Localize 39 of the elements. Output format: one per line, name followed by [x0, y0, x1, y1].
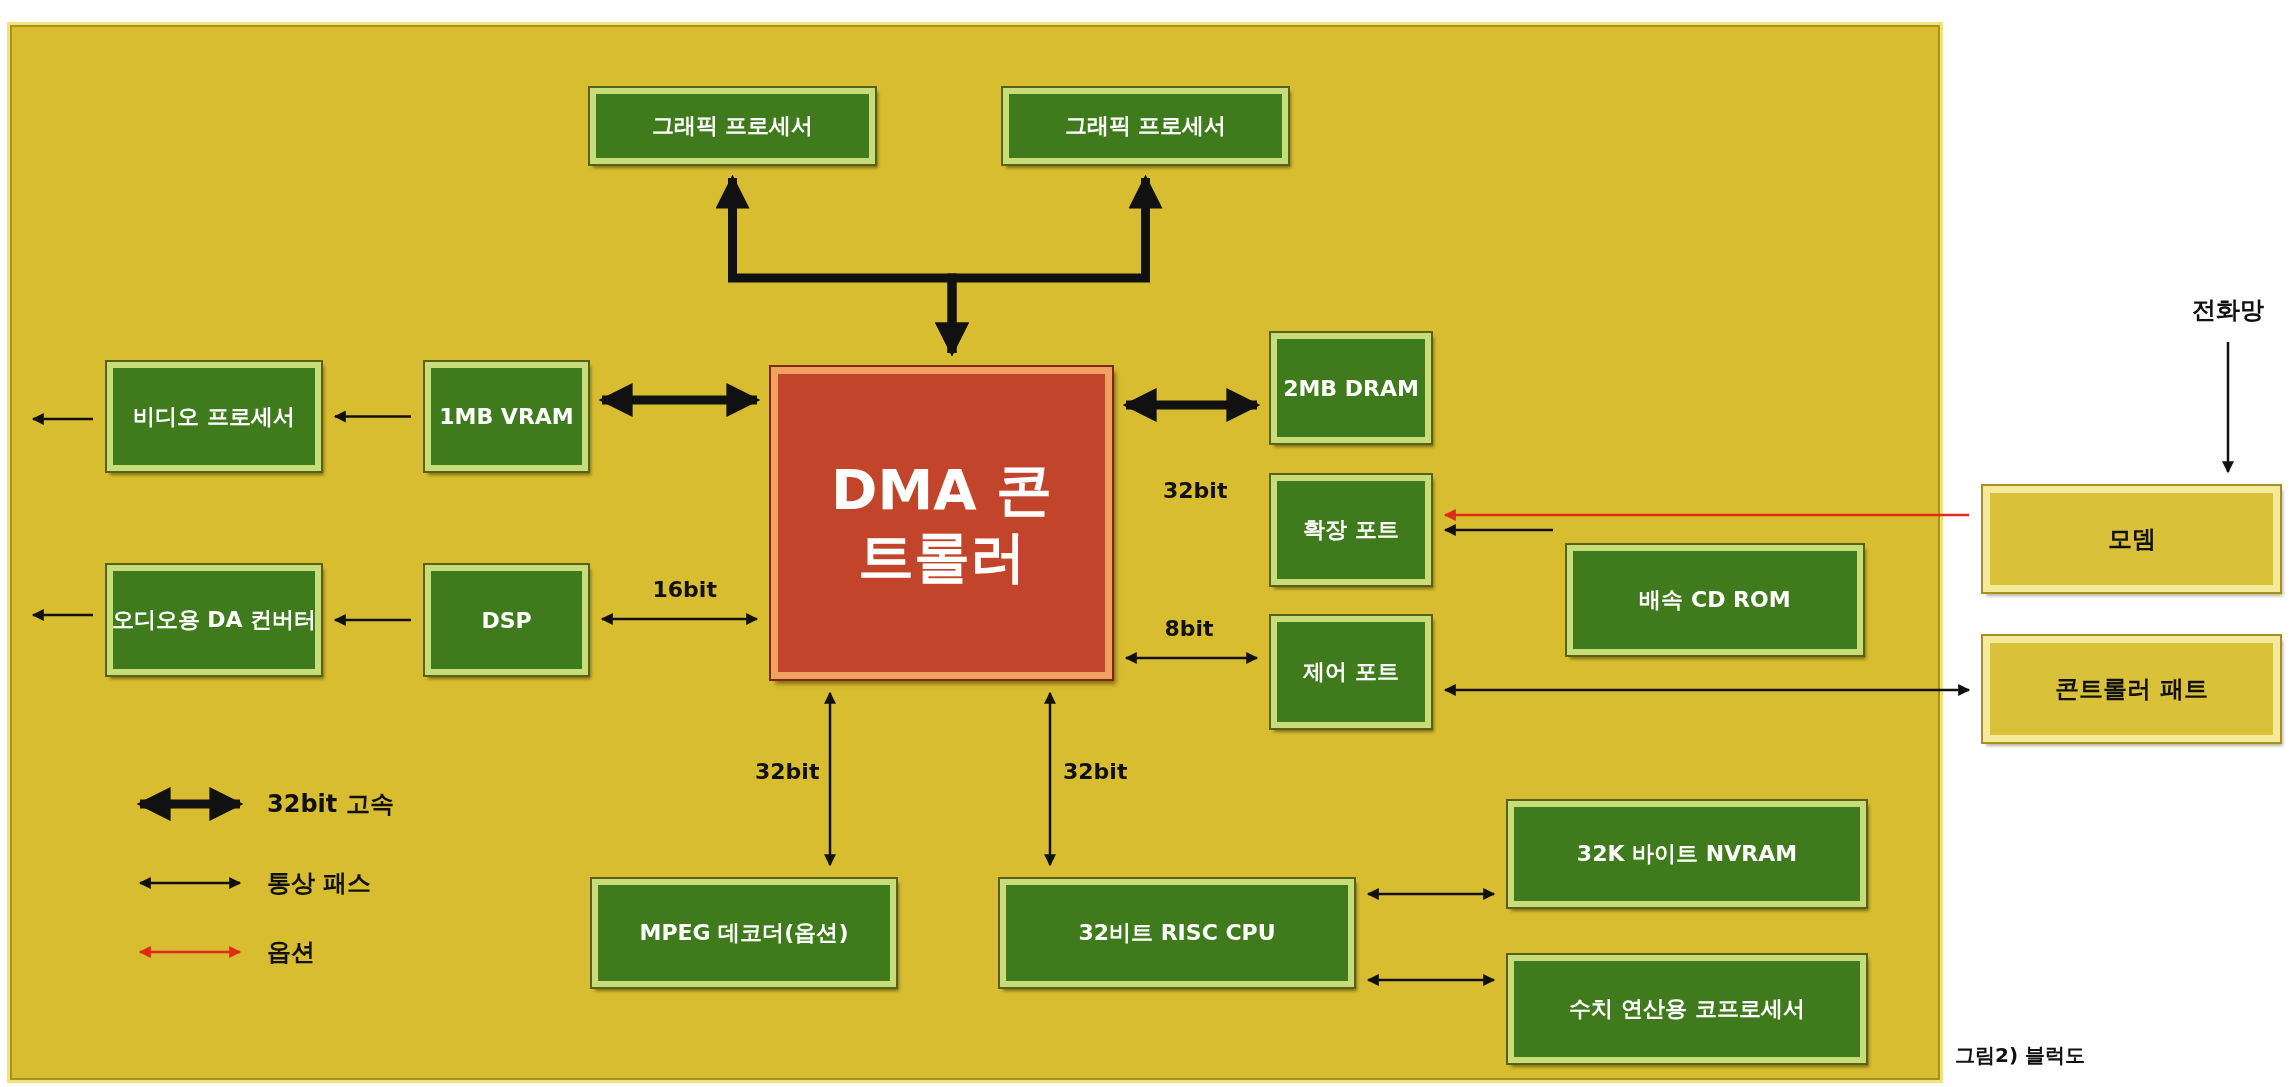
component-box: 2MB DRAM — [1271, 333, 1431, 443]
bus-arrow — [1122, 388, 1261, 422]
component-box: 확장 포트 — [1271, 475, 1431, 585]
arrow — [1366, 974, 1496, 986]
arrow — [1124, 652, 1259, 664]
component-box: 수치 연산용 코프로세서 — [1508, 955, 1866, 1063]
component-box: 그래픽 프로세서 — [1003, 88, 1288, 164]
arrow — [333, 410, 411, 423]
arrow — [1366, 888, 1496, 900]
component-box: 오디오용 DA 컨버터 — [107, 565, 321, 675]
component-box: MPEG 데코더(옵션) — [592, 879, 896, 987]
bus-arrow — [935, 174, 1163, 357]
arrow — [1443, 524, 1553, 536]
arrow — [31, 609, 93, 621]
component-box: 32비트 RISC CPU — [1000, 879, 1354, 987]
arrow — [2222, 342, 2234, 474]
caption: 그림2) 블럭도 — [1955, 1042, 2086, 1069]
arrow — [824, 691, 836, 867]
arrow — [1443, 509, 1969, 521]
device-box: 콘트롤러 패트 — [1983, 636, 2280, 742]
arrow — [31, 413, 93, 425]
device-box: 모뎀 — [1983, 486, 2280, 592]
legend-label: 통상 패스 — [267, 868, 372, 899]
arrow — [333, 614, 411, 626]
legend-label: 옵션 — [267, 937, 315, 968]
arrow — [1443, 684, 1971, 696]
arrow — [1044, 691, 1056, 867]
controller-box: DMA 콘트롤러 — [771, 367, 1112, 679]
component-box: 그래픽 프로세서 — [590, 88, 875, 164]
bus-arrow — [598, 383, 761, 417]
node-label: 전화망 — [2180, 292, 2275, 328]
component-box: 비디오 프로세서 — [107, 362, 321, 471]
arrow — [600, 613, 759, 625]
component-box: 제어 포트 — [1271, 616, 1431, 728]
component-box: 배속 CD ROM — [1567, 545, 1863, 655]
component-box: 32K 바이트 NVRAM — [1508, 801, 1866, 907]
component-box: DSP — [425, 565, 588, 675]
component-box: 1MB VRAM — [425, 362, 588, 471]
legend-label: 32bit 고속 — [267, 789, 394, 820]
